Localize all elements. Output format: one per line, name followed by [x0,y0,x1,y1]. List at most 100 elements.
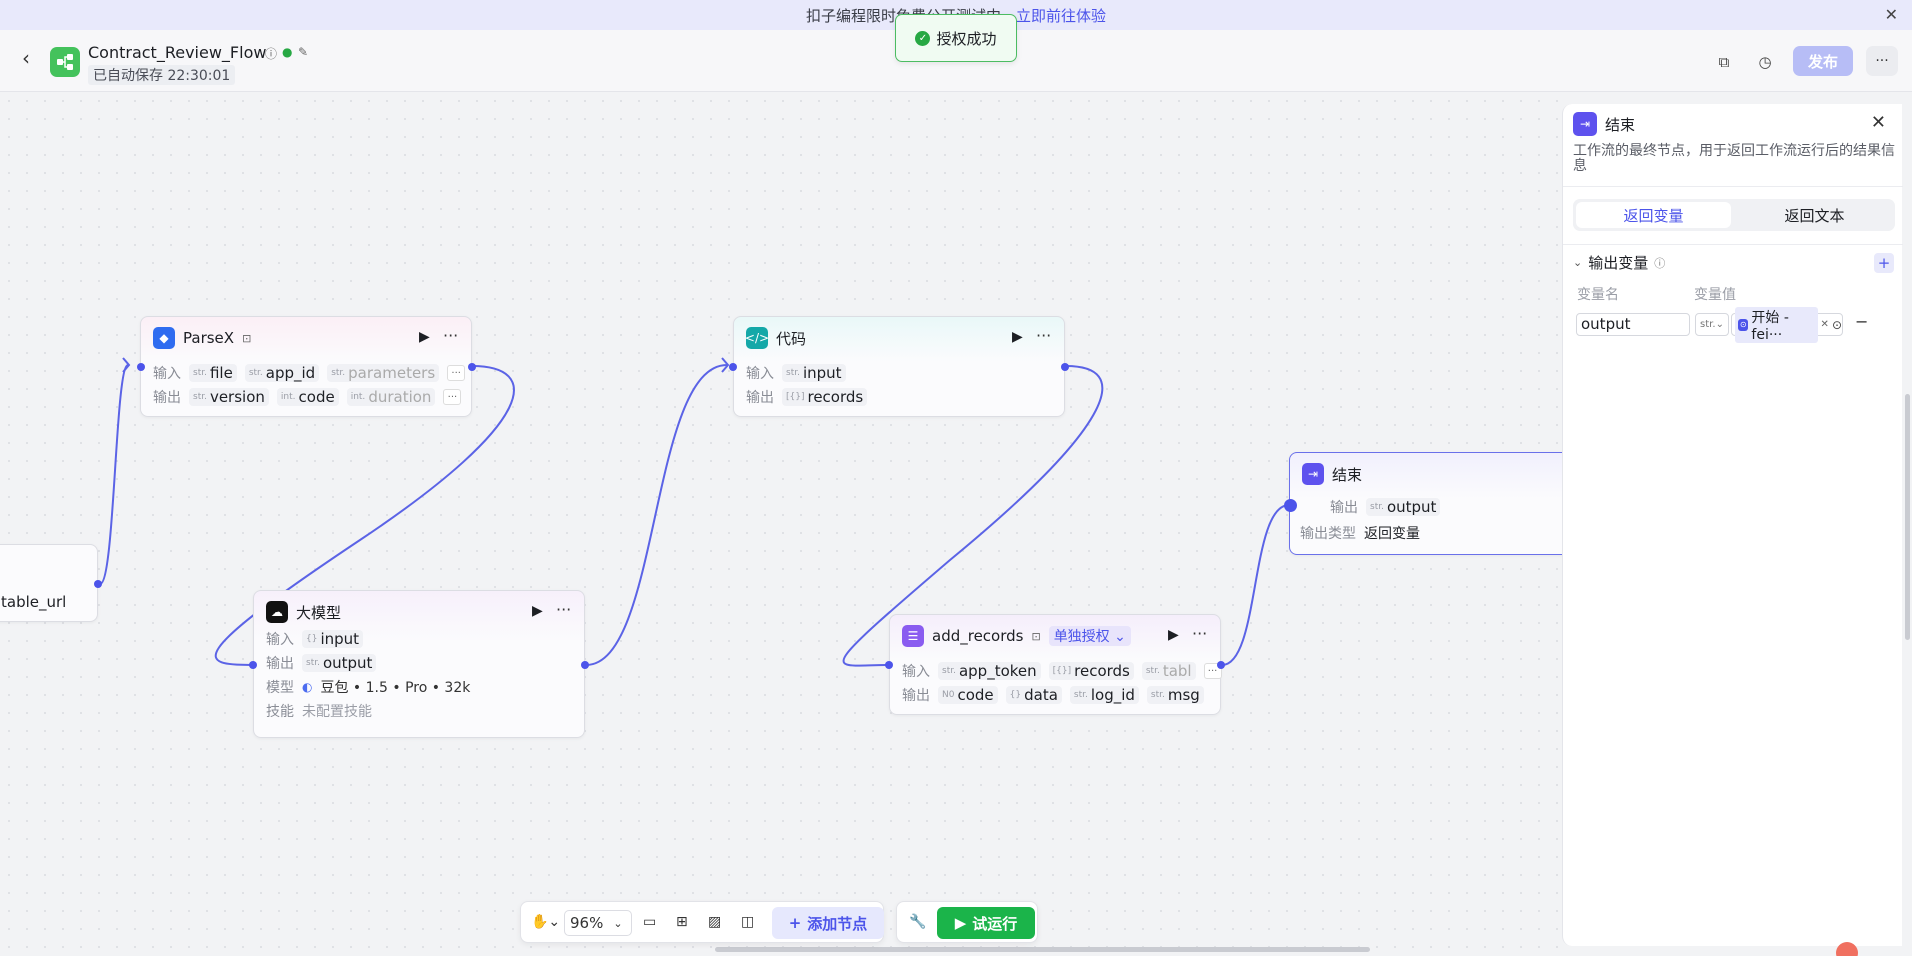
plugin-icon: ⊡ [242,331,252,345]
end-node[interactable]: ⇥ 结束 输出 str.output 输出类型 返回变量 [1289,452,1579,555]
tab-return-variable[interactable]: 返回变量 [1576,202,1731,228]
clear-icon[interactable]: ✕ [1820,319,1829,330]
edit-icon[interactable]: ✎ [298,45,309,59]
zoom-select[interactable]: 96%⌄ [564,910,632,936]
node-title: 大模型 [296,603,342,622]
add-variable-button[interactable]: + [1874,253,1894,273]
image-icon[interactable]: ▨ [708,914,722,930]
port[interactable] [1061,363,1069,371]
run-label: 试运行 [972,914,1018,933]
node-title: add_records [932,627,1024,645]
output-label: 输出 [266,656,294,672]
node-header: ☰ add_records ⊡ 单独授权 ⌄ [902,625,1131,647]
param-tag: str.log_id [1069,686,1139,704]
avatar[interactable] [1836,942,1858,956]
hand-icon[interactable]: ✋⌄ [531,914,561,930]
node-inputs-row: 输入 {}input [266,629,364,649]
node-menu-icon[interactable]: ··· [1036,326,1052,345]
table-icon: ☰ [902,625,924,647]
chevron-down-icon[interactable]: ⌄ [1573,256,1583,269]
node-outputs-row: 输出 str.output [266,653,377,673]
settings-icon[interactable]: ⊙ [1831,317,1842,332]
banner-link[interactable]: 立即前往体验 [1016,6,1107,25]
node-menu-icon[interactable]: ··· [1192,624,1208,643]
port[interactable] [1284,499,1297,512]
vertical-scrollbar[interactable] [1905,394,1910,640]
param-tag: [{}]records [782,388,868,406]
node-inputs-row: 输入 str.file str.app_id str.parameters ··… [153,363,466,383]
node-menu-icon[interactable]: ··· [556,600,572,619]
panel-title: 结束 [1605,115,1636,134]
layout-icon[interactable]: ⊞ [676,914,688,930]
publish-button[interactable]: 发布 [1793,46,1853,76]
input-label: 输入 [266,632,294,648]
end-icon: ⇥ [1302,463,1324,485]
param-tag: str.msg [1146,686,1204,704]
horizontal-scrollbar[interactable] [715,947,1370,952]
input-label: 输入 [902,664,930,680]
panel-header: ⇥ 结束 [1573,112,1635,136]
reference-text: 开始 - fei··· [1751,309,1789,343]
param-tag: {}data [1005,686,1062,704]
output-label: 输出 [746,390,774,406]
port[interactable] [94,580,102,588]
auth-badge[interactable]: 单独授权 ⌄ [1048,626,1131,646]
node-outputs-row: 输出 str.output [1330,497,1441,517]
node-header: ⇥ 结束 [1302,463,1362,485]
param-tag: str.input [782,364,846,382]
info-icon[interactable]: ⓘ [265,47,278,61]
start-node[interactable]: table_url [0,544,98,622]
code-node[interactable]: </> 代码 ▶ ··· 输入 str.input 输出 [{}]records [733,316,1065,417]
port[interactable] [581,661,589,669]
plugin-icon: ⊡ [1031,629,1041,643]
test-run-button[interactable]: ▶ 试运行 [937,907,1035,939]
add-records-node[interactable]: ☰ add_records ⊡ 单独授权 ⌄ ▶ ··· 输入 str.app_… [889,614,1222,715]
variable-value-field[interactable]: ⊙开始 - fei··· ✕ ⊙ [1731,306,1843,343]
llm-node[interactable]: ☁ 大模型 ▶ ··· 输入 {}input 输出 str.output 模型 … [253,590,585,738]
parsex-node[interactable]: ◆ ParseX ⊡ ▶ ··· 输入 str.file str.app_id … [140,316,472,417]
run-node-icon[interactable]: ▶ [419,329,430,345]
variable-type: str. [1700,319,1716,330]
output-label: 输出 [902,688,930,704]
node-model-row: 模型 ◐ 豆包 • 1.5 • Pro • 32k [266,677,470,697]
variable-name-input[interactable]: output [1576,313,1690,336]
run-node-icon[interactable]: ▶ [1168,627,1179,643]
port[interactable] [729,363,737,371]
node-menu-icon[interactable]: ··· [443,326,459,345]
close-icon[interactable]: ✕ [1884,5,1898,24]
canvas-toolbar: ✋⌄ 96%⌄ ▭ ⊞ ▨ ◫ + 添加节点 [520,901,884,943]
input-label: 输入 [746,366,774,382]
port[interactable] [468,363,476,371]
param-tag: {}input [302,630,364,648]
comment-icon[interactable]: ▭ [643,914,657,930]
param-tag: int.duration [346,388,436,406]
info-icon[interactable]: ⓘ [1654,256,1666,270]
copy-icon[interactable]: ⧉ [1718,53,1730,71]
run-node-icon[interactable]: ▶ [1012,329,1023,345]
port[interactable] [249,661,257,669]
param-tag: str.app_token [938,662,1041,680]
output-label: 输出 [1330,500,1358,516]
port[interactable] [137,363,145,371]
minimap-icon[interactable]: ◫ [741,914,755,930]
close-icon[interactable]: ✕ [1870,112,1886,133]
back-icon[interactable]: ‹ [22,46,30,70]
more-params-icon[interactable]: ··· [447,365,466,381]
tab-return-text[interactable]: 返回文本 [1784,206,1845,225]
run-node-icon[interactable]: ▶ [532,603,543,619]
check-icon: ✓ [915,30,931,46]
port[interactable] [1217,661,1225,669]
output-type-label: 输出类型 [1300,526,1356,542]
output-variables-header[interactable]: ⌄ 输出变量 ⓘ [1573,252,1665,273]
port[interactable] [885,661,893,669]
output-type-value: 返回变量 [1364,526,1420,542]
history-icon[interactable]: ◷ [1758,53,1772,71]
add-node-button[interactable]: + 添加节点 [772,907,884,939]
more-params-icon[interactable]: ··· [443,389,462,405]
remove-variable-button[interactable]: − [1855,312,1869,331]
variable-type-select[interactable]: str. ⌄ [1695,313,1729,336]
more-icon[interactable]: ··· [1866,46,1898,76]
wrench-icon[interactable]: 🔧 [909,914,927,930]
node-outputs-row: 输出 [{}]records [746,387,868,407]
